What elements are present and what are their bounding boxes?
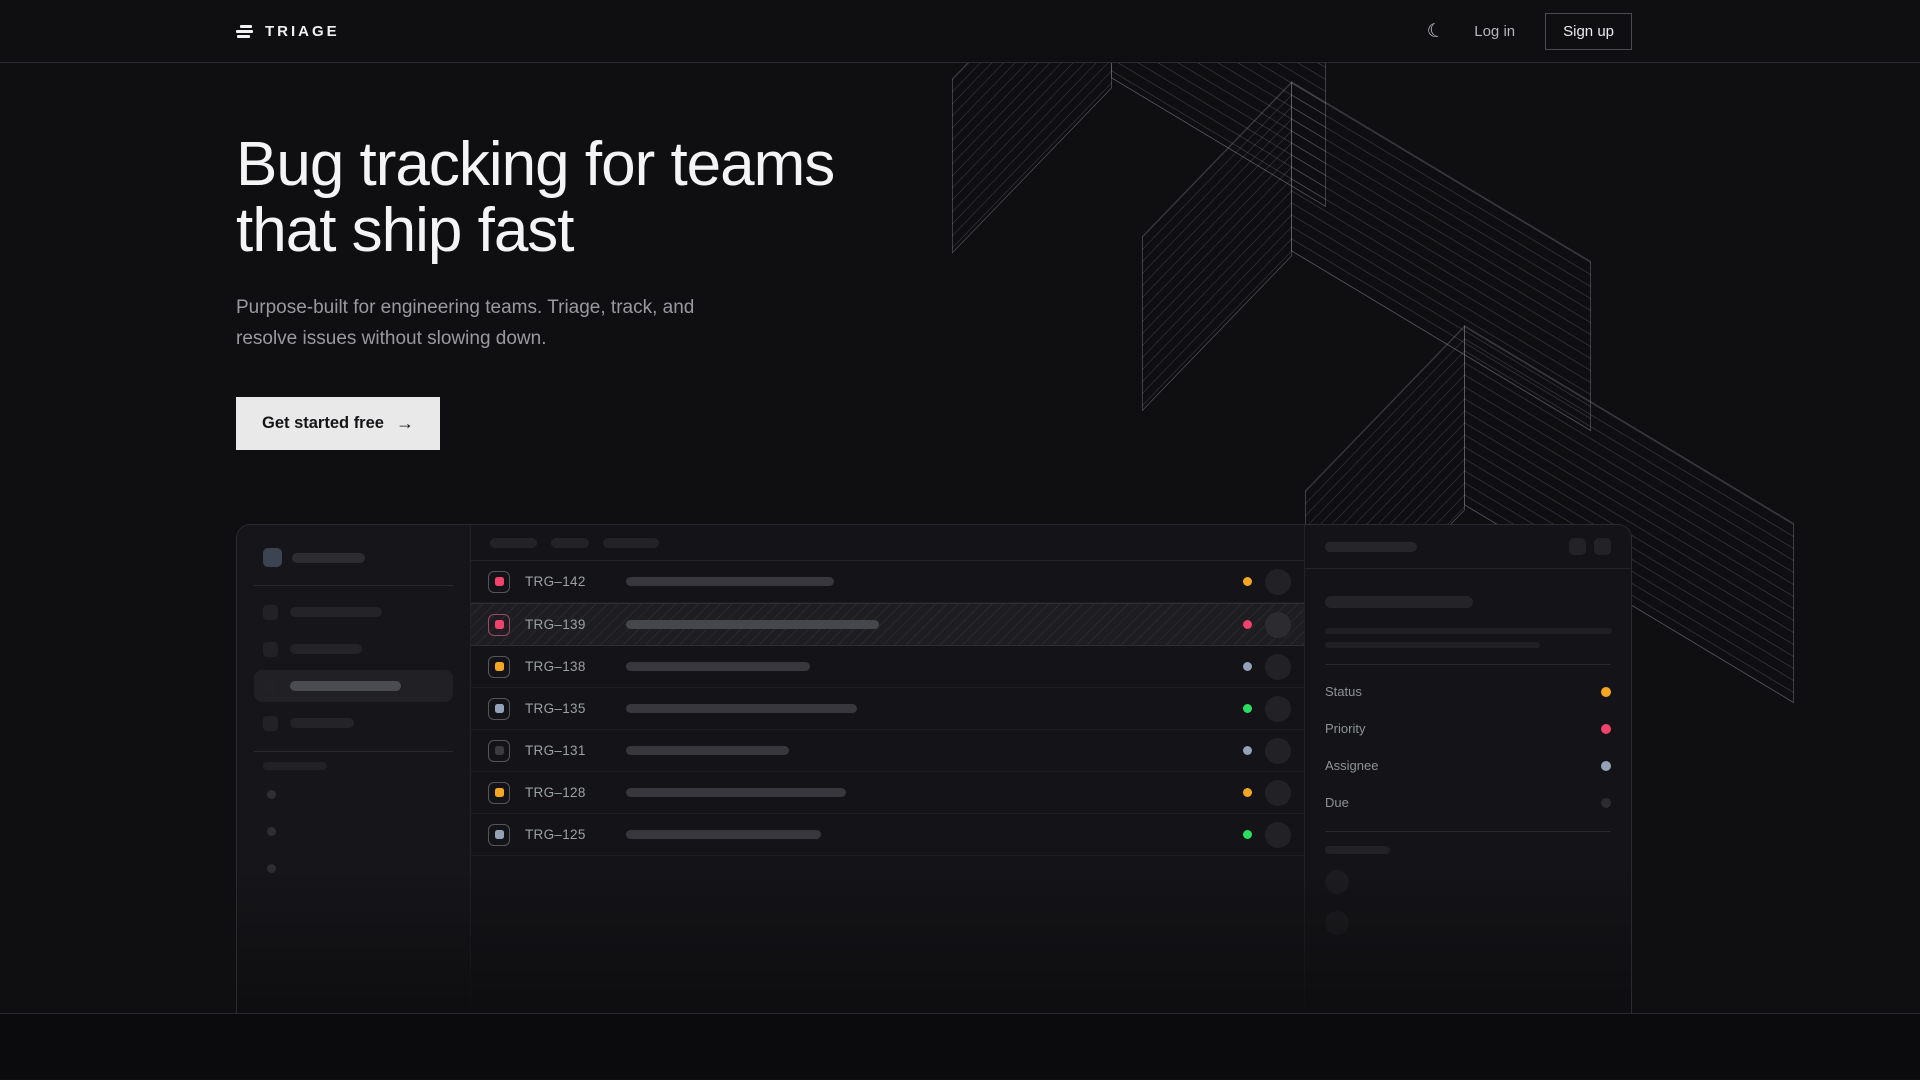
- detail-field-dot: [1601, 686, 1611, 697]
- assignee-avatar: [1265, 653, 1291, 680]
- nav-actions: ☾ Log in Sign up: [1424, 12, 1632, 50]
- detail-field-label: Priority: [1325, 721, 1366, 736]
- detail-fields: Status Priority Assignee Due: [1325, 673, 1611, 821]
- detail-header: [1305, 525, 1631, 569]
- issue-title-placeholder: [626, 704, 857, 713]
- detail-activity-avatar: [1325, 870, 1349, 894]
- brand-name: TRIAGE: [265, 22, 340, 40]
- detail-field-label: Due: [1325, 795, 1349, 810]
- hero-subtitle: Purpose-built for engineering teams. Tri…: [236, 297, 695, 349]
- mockup-section-label: [263, 762, 327, 770]
- issue-type-icon: [488, 823, 510, 846]
- detail-title-placeholder: [1325, 596, 1473, 608]
- hero-heading-line2: that ship fast: [236, 196, 575, 265]
- issue-id: TRG–135: [525, 701, 586, 716]
- mockup-nav-item: [254, 707, 453, 739]
- issue-type-icon: [488, 697, 510, 720]
- status-dot: [1243, 577, 1252, 586]
- issue-type-icon: [488, 655, 510, 678]
- wireframe-slab-icon: [952, 63, 1326, 254]
- theme-toggle-moon-icon[interactable]: ☾: [1424, 18, 1447, 44]
- mockup-list-tabs: [471, 525, 1304, 561]
- detail-header-actions: [1569, 538, 1611, 555]
- issue-title-placeholder: [626, 577, 834, 586]
- issue-id: TRG–131: [525, 743, 586, 758]
- issue-row: TRG–131: [471, 730, 1304, 772]
- detail-field-row: Status: [1325, 673, 1611, 710]
- hero-heading: Bug tracking for teams that ship fast: [236, 132, 1920, 264]
- status-dot: [1243, 620, 1252, 629]
- mockup-nav-item-active: [254, 670, 453, 702]
- detail-field-label: Assignee: [1325, 758, 1379, 773]
- issue-type-icon: [488, 739, 510, 762]
- issue-id: TRG–125: [525, 827, 586, 842]
- issue-id: TRG–142: [525, 574, 586, 589]
- issue-id: TRG–138: [525, 659, 586, 674]
- arrow-right-icon: →: [395, 413, 414, 433]
- detail-activity-label: [1325, 846, 1390, 854]
- wireframe-slab-icon: [1305, 325, 1794, 704]
- detail-field-dot: [1601, 797, 1611, 808]
- footer-strip: [0, 1014, 1920, 1079]
- issue-row: TRG–142: [471, 561, 1304, 603]
- mockup-project-dot: [267, 827, 276, 836]
- detail-activity-avatar: [1325, 911, 1349, 935]
- issue-id: TRG–128: [525, 785, 586, 800]
- hero-section: Bug tracking for teams that ship fast Pu…: [0, 63, 1920, 1014]
- triage-logo-icon: [236, 24, 254, 38]
- issue-row: TRG–128: [471, 772, 1304, 814]
- issue-title-placeholder: [626, 662, 810, 671]
- detail-field-dot: [1601, 760, 1611, 771]
- issue-id: TRG–139: [525, 617, 586, 632]
- issue-type-icon: [488, 613, 510, 636]
- detail-action-icon: [1594, 538, 1611, 555]
- assignee-avatar: [1265, 568, 1291, 595]
- mockup-sidebar-workspace: [263, 548, 453, 567]
- mockup-detail-panel: Status Priority Assignee Due: [1305, 525, 1631, 1013]
- mockup-issue-list-panel: TRG–142 TRG–139 TRG–138 TRG–135: [471, 525, 1305, 1013]
- issue-title-placeholder: [626, 746, 789, 755]
- app-mockup: TRG–142 TRG–139 TRG–138 TRG–135: [236, 524, 1632, 1013]
- detail-field-dot: [1601, 723, 1611, 734]
- issue-row: TRG–135: [471, 688, 1304, 730]
- mockup-nav-item: [254, 596, 453, 628]
- mockup-project-dot: [267, 864, 276, 873]
- detail-body: Status Priority Assignee Due: [1305, 569, 1631, 972]
- assignee-avatar: [1265, 695, 1291, 722]
- status-dot: [1243, 746, 1252, 755]
- issue-row: TRG–139: [471, 603, 1304, 646]
- detail-action-icon: [1569, 538, 1586, 555]
- assignee-avatar: [1265, 737, 1291, 764]
- top-nav: TRIAGE ☾ Log in Sign up: [0, 0, 1920, 63]
- detail-field-row: Assignee: [1325, 747, 1611, 784]
- status-dot: [1243, 704, 1252, 713]
- issue-row: TRG–125: [471, 814, 1304, 856]
- assignee-avatar: [1265, 821, 1291, 848]
- detail-field-row: Priority: [1325, 710, 1611, 747]
- sign-up-button[interactable]: Sign up: [1545, 12, 1632, 50]
- issue-type-icon: [488, 781, 510, 804]
- detail-field-label: Status: [1325, 684, 1362, 699]
- mockup-nav-item: [254, 633, 453, 665]
- issue-title-placeholder: [626, 788, 846, 797]
- issue-type-icon: [488, 570, 510, 593]
- detail-field-row: Due: [1325, 784, 1611, 821]
- mockup-sidebar: [237, 525, 471, 1013]
- status-dot: [1243, 830, 1252, 839]
- log-in-link[interactable]: Log in: [1474, 22, 1516, 40]
- get-started-button[interactable]: Get started free →: [236, 397, 440, 450]
- status-dot: [1243, 662, 1252, 671]
- status-dot: [1243, 788, 1252, 797]
- workspace-avatar: [263, 548, 282, 567]
- issue-list: TRG–142 TRG–139 TRG–138 TRG–135: [471, 561, 1304, 856]
- mockup-project-dot: [267, 790, 276, 799]
- get-started-label: Get started free: [262, 414, 384, 432]
- assignee-avatar: [1265, 779, 1291, 806]
- brand[interactable]: TRIAGE: [236, 23, 340, 40]
- issue-title-placeholder: [626, 620, 879, 629]
- issue-row: TRG–138: [471, 646, 1304, 688]
- assignee-avatar: [1265, 611, 1291, 638]
- hero-heading-line1: Bug tracking for teams: [236, 130, 835, 199]
- issue-title-placeholder: [626, 830, 821, 839]
